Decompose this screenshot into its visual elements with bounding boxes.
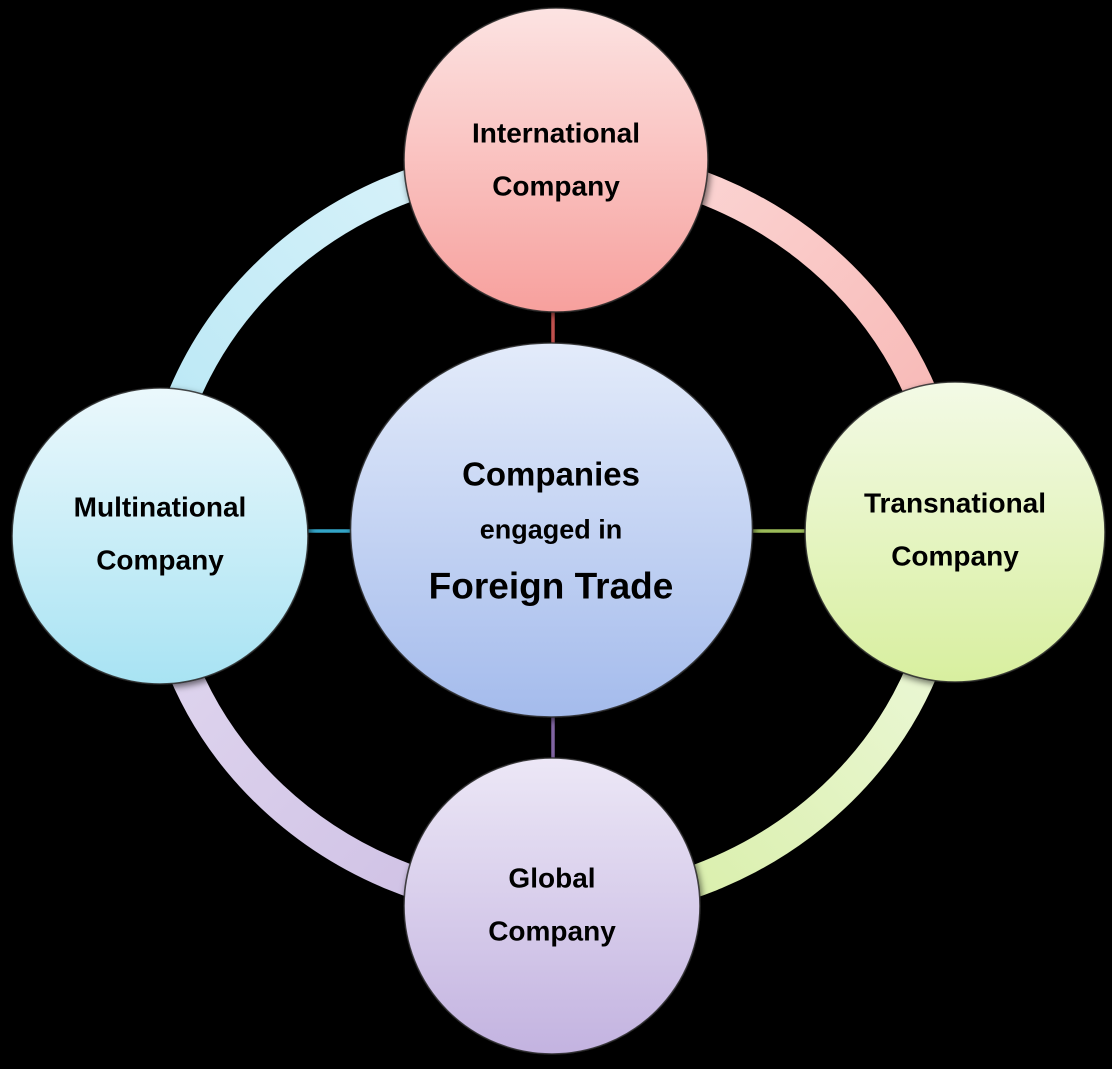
node-circle-transnational <box>804 381 1106 683</box>
node-circle-multinational <box>11 387 309 685</box>
hub-circle <box>349 342 754 718</box>
node-circle-international <box>403 7 709 313</box>
node-circle-global <box>403 757 701 1055</box>
